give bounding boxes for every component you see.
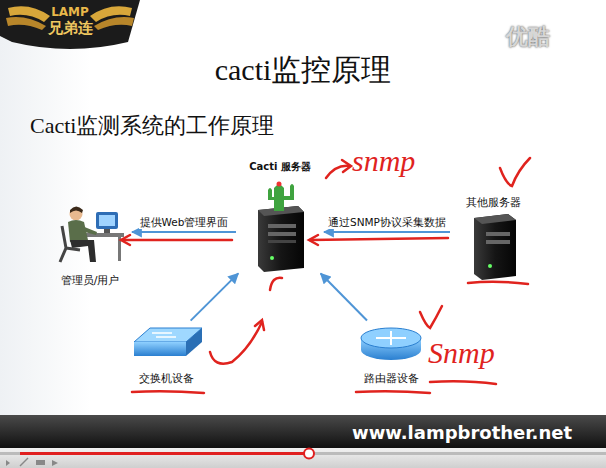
router-node: 路由器设备 [350, 322, 432, 388]
slide-subtitle: Cacti监测系统的工作原理 [30, 113, 274, 138]
logo-text: LAMP [51, 6, 89, 20]
connector-arrow [324, 231, 450, 233]
logo-text: 兄弟连 [48, 20, 93, 37]
slide-ground [0, 0, 606, 448]
cacti-server-icon [258, 182, 304, 273]
logo [0, 0, 140, 49]
hand-note: Snmp [428, 336, 495, 371]
switch-icon [134, 328, 202, 356]
footer-band [0, 415, 606, 448]
server-node: 其他服务器 [452, 194, 534, 280]
server-icon [474, 214, 516, 280]
node-label: 管理员/用户 [61, 274, 120, 288]
node-label: Cacti 服务器 [249, 160, 311, 173]
router-icon [361, 328, 421, 360]
connector-arrow [132, 231, 236, 233]
user-node: 管理员/用户 [50, 200, 130, 290]
player-controls [0, 448, 606, 468]
slide-title: cacti监控原理 [215, 50, 392, 91]
switch-node: 交换机设备 [125, 322, 207, 388]
server-node: Cacti 服务器 [238, 158, 322, 272]
hand-annotation [121, 158, 530, 393]
hand-note: snmp [352, 144, 415, 179]
edge-label: 通过SNMP协议采集数据 [327, 216, 447, 229]
node-label: 路由器设备 [364, 372, 419, 386]
edge-label: 提供Web管理界面 [139, 216, 230, 229]
connector-arrow [191, 273, 239, 320]
node-label: 交换机设备 [139, 372, 194, 386]
node-label: 其他服务器 [466, 196, 521, 210]
website-url: www.lampbrother.net [352, 423, 572, 444]
watermark: 优酷 [506, 24, 550, 49]
user-figure [60, 207, 124, 263]
connector-arrow [321, 273, 367, 320]
